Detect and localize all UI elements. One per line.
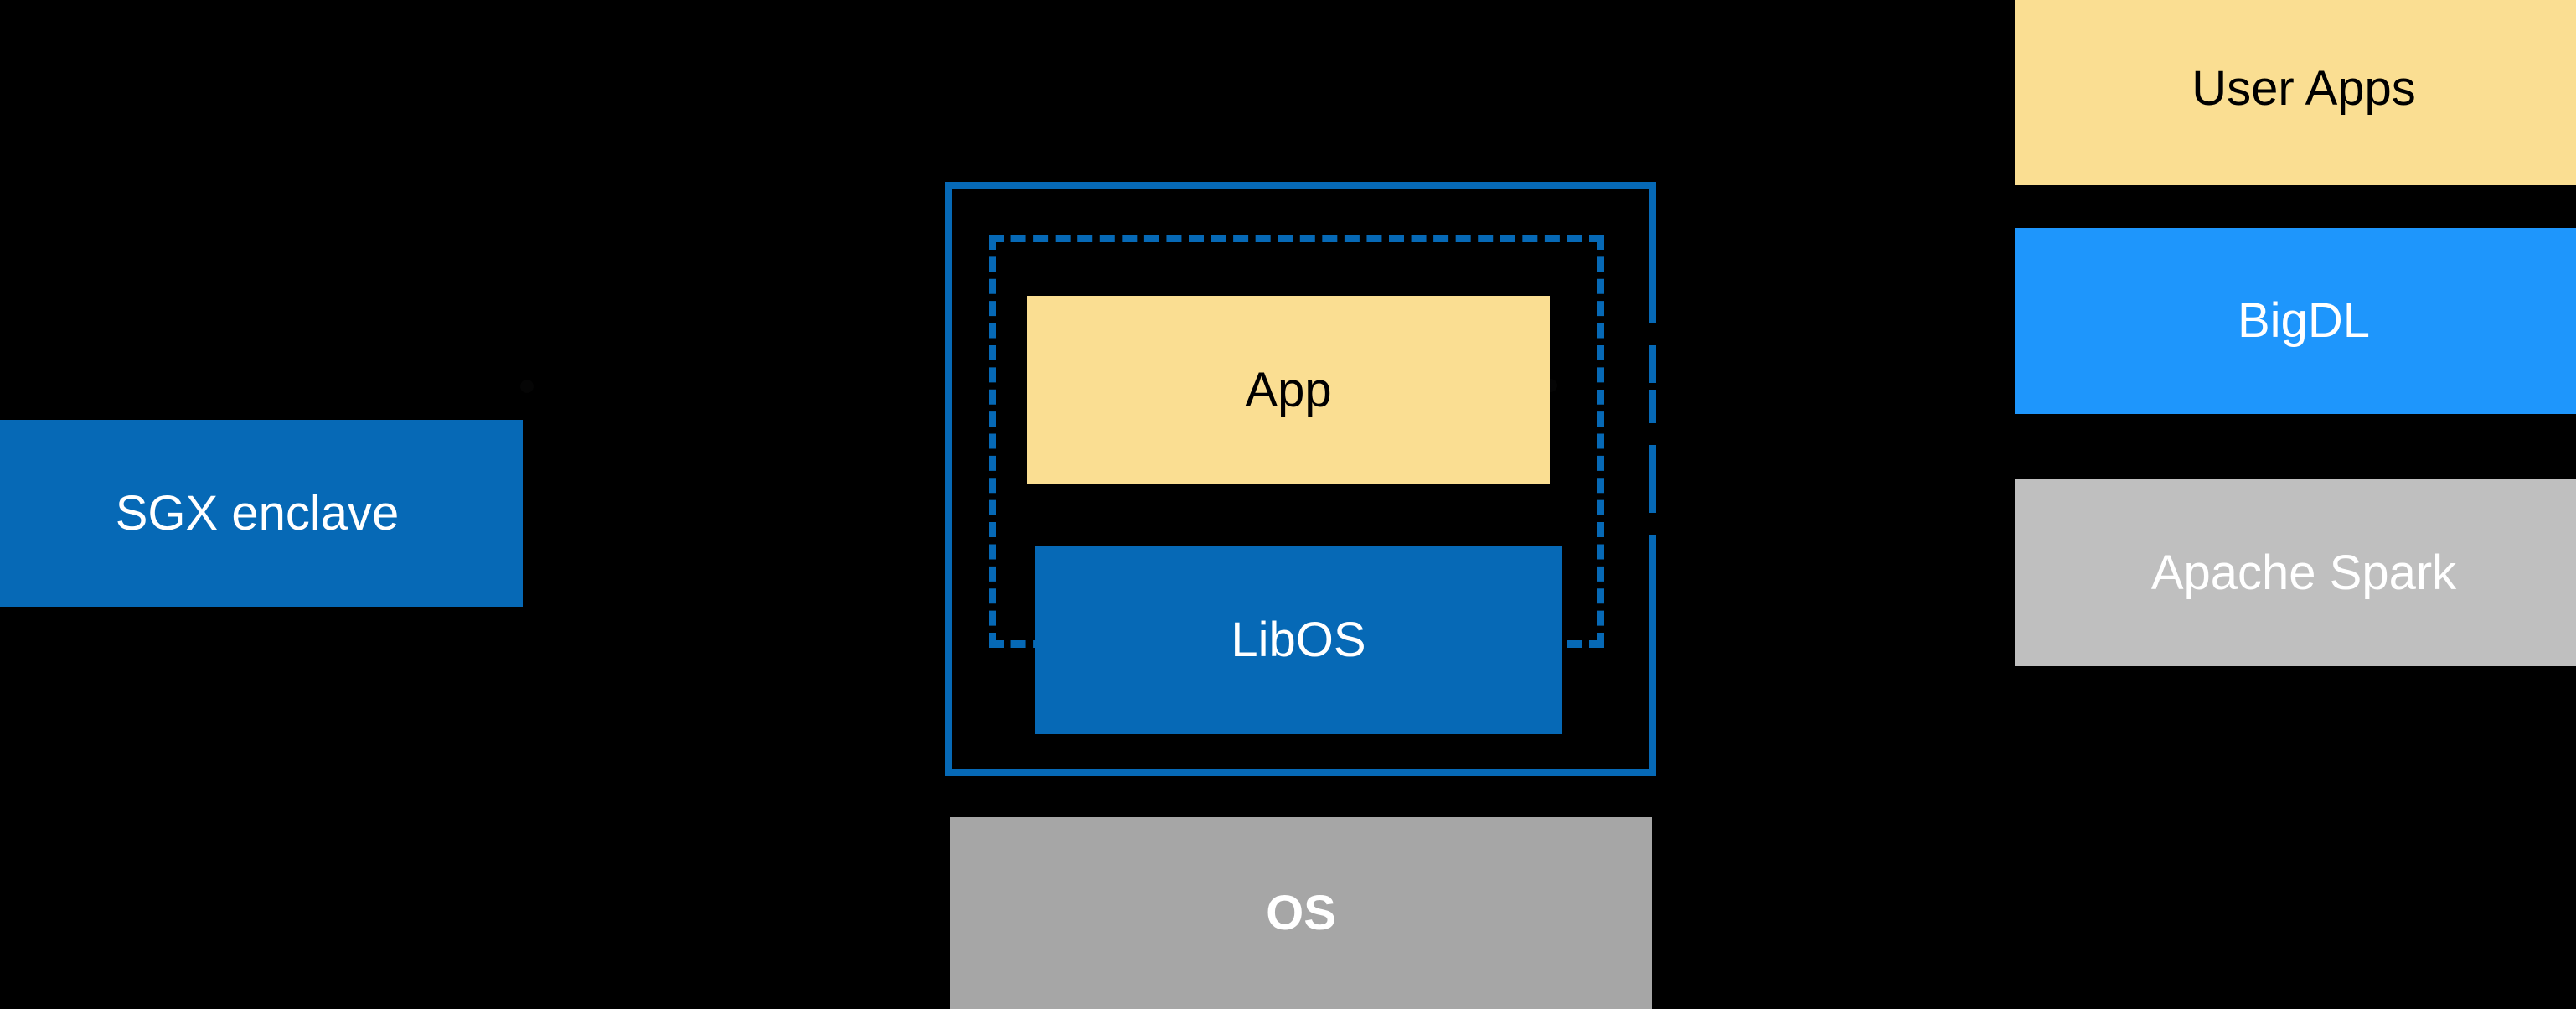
block-libos-label: LibOS <box>1231 613 1366 668</box>
block-bigdl-label: BigDL <box>2238 293 2370 349</box>
block-libos[interactable]: LibOS <box>1035 546 1562 734</box>
frame-gap-top-right <box>1647 323 1665 345</box>
frame-gap-mid-right <box>1647 423 1665 445</box>
enclave-boundary-frame <box>945 182 1656 776</box>
block-app[interactable]: App <box>1027 296 1550 484</box>
block-sgx-enclave[interactable]: SGX enclave <box>0 420 523 607</box>
block-os[interactable]: OS <box>950 817 1652 1009</box>
block-user-apps[interactable]: User Apps <box>2015 0 2576 185</box>
block-os-label: OS <box>1266 885 1336 940</box>
frame-gap-lower-right <box>1647 513 1665 535</box>
connector-sgx-to-enclave <box>523 383 945 390</box>
block-user-apps-label: User Apps <box>2191 60 2416 116</box>
block-app-label: App <box>1245 362 1332 417</box>
block-apache-spark-label: Apache Spark <box>2150 545 2457 600</box>
connector-app-to-user-apps <box>1550 383 2015 390</box>
block-sgx-enclave-label: SGX enclave <box>115 485 400 541</box>
block-bigdl[interactable]: BigDL <box>2015 228 2576 414</box>
connector-sgx-arrowhead <box>520 380 534 393</box>
block-apache-spark[interactable]: Apache Spark <box>2015 479 2576 666</box>
